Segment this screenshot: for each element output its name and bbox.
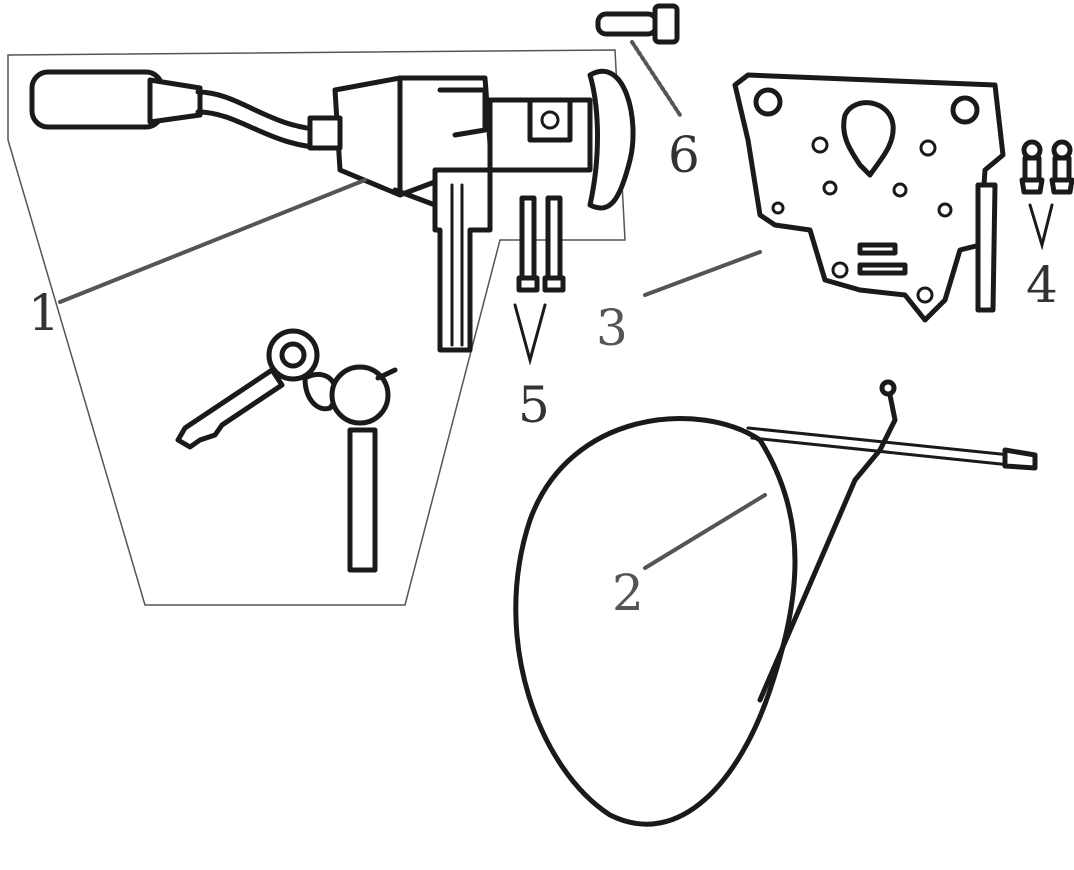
callout-5: 5: [518, 376, 550, 434]
screws-part-4: [1019, 139, 1074, 251]
keys-set: [175, 328, 398, 573]
ignition-switch-assembly: [29, 68, 636, 353]
callout-4: 4: [1026, 256, 1058, 314]
pin-part-6: [595, 3, 680, 45]
leader-3: [643, 250, 762, 297]
screws-part-5: [513, 195, 566, 366]
callout-2: 2: [612, 564, 644, 622]
leader-1: [58, 178, 367, 304]
release-cable: [513, 379, 1038, 827]
callout-6: 6: [668, 126, 700, 184]
mounting-bracket: [732, 72, 1006, 323]
callout-3: 3: [596, 299, 628, 357]
callout-1: 1: [28, 284, 60, 342]
leader-2: [643, 493, 767, 570]
leader-6: [630, 40, 682, 117]
